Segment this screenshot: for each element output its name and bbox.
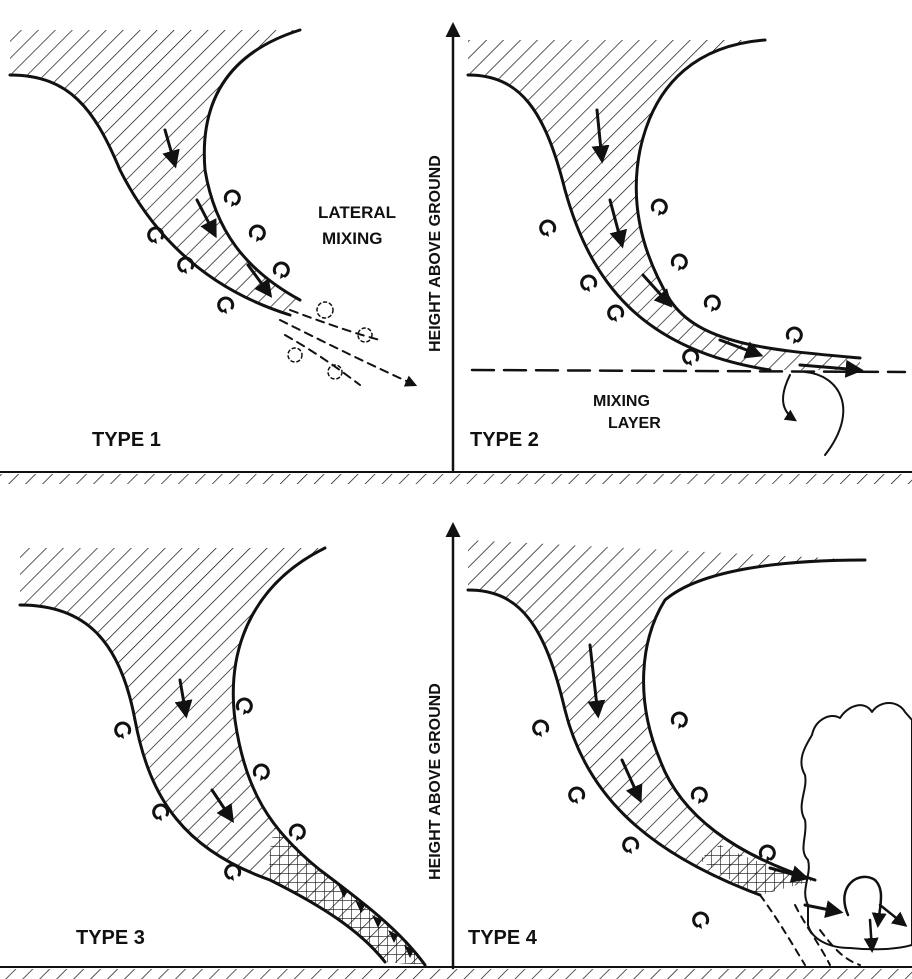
type-2-label: TYPE 2	[470, 429, 539, 451]
downdraft-arrow	[863, 918, 879, 953]
plume-type-1-lower-edge	[8, 73, 292, 317]
downmix-curve	[804, 371, 845, 456]
mixing-label-2: MIXING	[593, 393, 650, 410]
plume-type-2	[468, 40, 860, 370]
plume-type-4-lower-edge	[466, 588, 762, 897]
dispersing-wisps	[279, 309, 418, 387]
outflow-arrow	[878, 903, 908, 927]
panel-type-2: MIXING LAYER TYPE 2	[466, 38, 907, 456]
upper-axis-label: HEIGHT ABOVE GROUND	[427, 155, 444, 352]
plume-type-3-upper-edge	[231, 546, 427, 967]
panel-type-1: LATERAL MIXING TYPE 1	[8, 28, 418, 451]
plume-type-1-upper-edge	[202, 28, 302, 302]
type-4-label: TYPE 4	[468, 927, 538, 949]
lateral-label: LATERAL	[318, 203, 396, 222]
panel-type-3: TYPE 3	[18, 546, 427, 967]
mixing-layer-line	[470, 368, 907, 374]
mixing-label: MIXING	[322, 229, 382, 248]
downmix-arrow	[782, 374, 797, 422]
faint-eddies	[287, 301, 373, 380]
lower-ground	[0, 966, 912, 979]
flow-arrows-3	[174, 678, 234, 823]
lower-axis-label: HEIGHT ABOVE GROUND	[427, 683, 444, 880]
updraft-loop	[843, 875, 887, 928]
layer-label: LAYER	[608, 415, 661, 432]
convective-cloud	[800, 702, 912, 951]
flow-arrows-2	[591, 108, 864, 378]
upper-ground	[0, 471, 912, 484]
plume-type-2-lower-edge	[466, 73, 772, 372]
front-markers	[338, 885, 414, 958]
plume-type-3-lower-edge	[18, 603, 387, 964]
plume-type-4	[468, 540, 865, 895]
plume-type-4-upper-edge	[642, 558, 867, 882]
type-3-label: TYPE 3	[76, 927, 145, 949]
flow-arrows-4	[587, 643, 844, 919]
plume-type-3	[20, 548, 425, 965]
downward-wisps	[759, 894, 861, 966]
flow-arrows	[162, 128, 273, 298]
plume-type-1	[10, 30, 300, 315]
panel-type-4: TYPE 4	[466, 540, 912, 966]
type-1-label: TYPE 1	[92, 429, 161, 451]
